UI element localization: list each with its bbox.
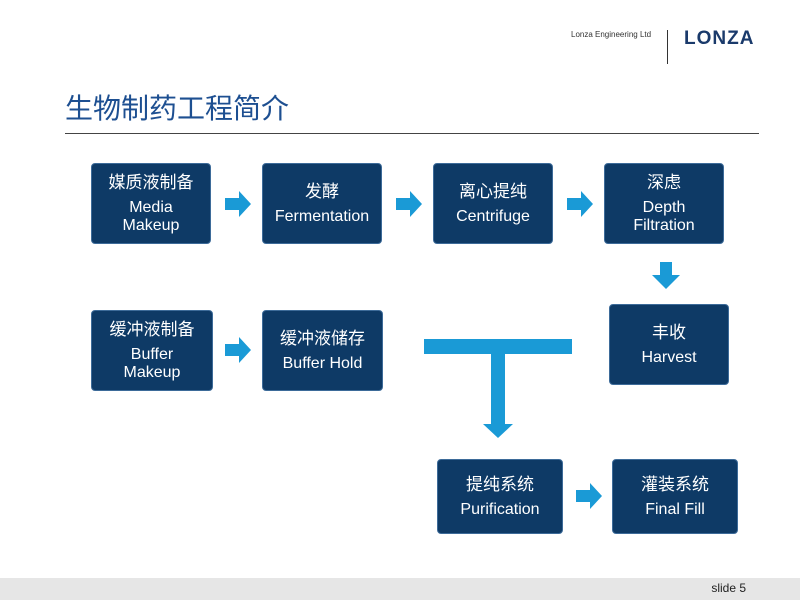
box-label-en: Final Fill [645, 501, 705, 518]
box-label-zh: 缓冲液制备 [109, 320, 195, 340]
title-rule [65, 133, 759, 134]
arrow-buffer-to-hold [225, 337, 251, 363]
company-name: Lonza Engineering Ltd [571, 30, 652, 39]
box-label-en: Media [129, 199, 173, 216]
box-label-zh: 发酵 [305, 182, 339, 202]
arrow-cent-to-depth [567, 191, 593, 217]
box-label-en: Depth [642, 199, 686, 216]
box-label-en-2: Filtration [633, 217, 695, 234]
t-connector-bar [424, 339, 572, 354]
box-label-en: Buffer [130, 346, 174, 363]
slide-number: slide 5 [711, 581, 746, 595]
box-label-zh: 深虑 [647, 173, 681, 193]
box-label-zh: 媒质液制备 [108, 173, 194, 193]
arrow-ferm-to-cent [396, 191, 422, 217]
footer-bar: slide 5 [0, 578, 800, 600]
box-label-en-2: Makeup [122, 217, 180, 234]
arrow-depth-to-harvest [652, 262, 680, 289]
box-label-en: Fermentation [274, 208, 370, 225]
lonza-logo: LONZA [684, 28, 755, 49]
box-fermentation: 发酵 Fermentation [262, 163, 382, 244]
box-centrifuge: 离心提纯 Centrifuge [433, 163, 553, 244]
box-final-fill: 灌装系统 Final Fill [612, 459, 738, 534]
arrow-purif-to-fill [576, 483, 602, 509]
box-purification: 提纯系统 Purification [437, 459, 563, 534]
box-harvest: 丰收 Harvest [609, 304, 729, 385]
arrow-to-purification [483, 424, 513, 438]
box-label-zh: 离心提纯 [459, 182, 527, 202]
box-buffer-makeup: 缓冲液制备 Buffer Makeup [91, 310, 213, 391]
box-label-zh: 缓冲液储存 [280, 329, 365, 349]
box-label-en: Centrifuge [456, 208, 530, 225]
box-label-zh: 丰收 [652, 323, 686, 343]
box-label-en: Buffer Hold [282, 355, 363, 372]
box-label-en: Purification [460, 501, 540, 518]
box-label-zh: 灌装系统 [641, 475, 709, 495]
box-media-makeup: 媒质液制备 Media Makeup [91, 163, 211, 244]
box-label-zh: 提纯系统 [466, 475, 534, 495]
box-label-en: Harvest [641, 349, 697, 366]
page-title: 生物制药工程简介 [65, 92, 290, 125]
box-depth-filtration: 深虑 Depth Filtration [604, 163, 724, 244]
box-buffer-hold: 缓冲液储存 Buffer Hold [262, 310, 383, 391]
t-connector-stem [491, 354, 505, 424]
header-divider [667, 30, 668, 64]
arrow-media-to-ferm [225, 191, 251, 217]
box-label-en-2: Makeup [123, 364, 181, 381]
